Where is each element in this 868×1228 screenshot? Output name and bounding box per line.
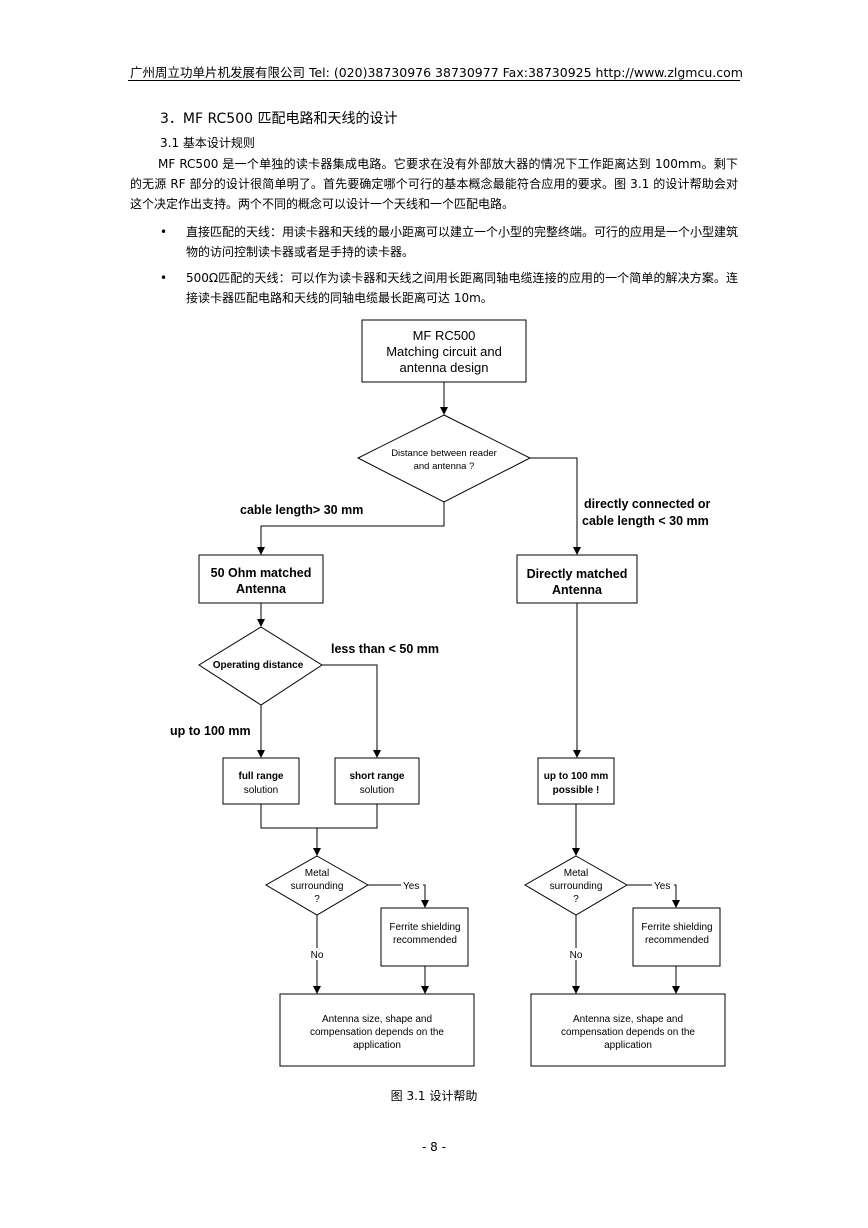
final-left-line-2: compensation depends on the — [310, 1027, 444, 1038]
yes-label-right: Yes — [654, 881, 670, 892]
arrow-yes-left — [368, 884, 429, 908]
full-range-line-1: full range — [238, 771, 283, 782]
subsection-title: 3.1 基本设计规则 — [160, 136, 255, 150]
metal-decision-right: Metal surrounding ? — [524, 855, 628, 916]
page-number: - 8 - — [422, 1140, 446, 1154]
bullet-item-direct: 直接匹配的天线：用读卡器和天线的最小距离可以建立一个小型的完整终端。可行的应用是… — [186, 225, 739, 259]
final-right-line-2: compensation depends on the — [561, 1027, 695, 1038]
box-possible: up to 100 mm possible ! — [537, 757, 615, 805]
no-label-left: No — [311, 950, 324, 961]
section-title: 3．MF RC500 匹配电路和天线的设计 — [160, 111, 398, 127]
box-full-range: full range solution — [222, 757, 300, 805]
bullet-marker: • — [160, 271, 168, 285]
final-right-line-3: application — [604, 1040, 652, 1051]
box-50ohm-line-1: 50 Ohm matched — [211, 566, 312, 580]
box-short-range: short range solution — [334, 757, 420, 805]
direct-label-2: cable length < 30 mm — [582, 514, 709, 528]
box-ferrite-right: Ferrite shielding recommended — [632, 907, 721, 967]
possible-line-2: possible ! — [553, 785, 600, 796]
intro-paragraph: MF RC500 是一个单独的读卡器集成电路。它要求在没有外部放大器的情况下工作… — [130, 157, 738, 211]
final-left-line-3: application — [353, 1040, 401, 1051]
start-line-1: MF RC500 — [413, 328, 476, 343]
cable-long-label: cable length> 30 mm — [240, 503, 363, 517]
box-direct-line-2: Antenna — [552, 583, 603, 597]
yes-label-left: Yes — [403, 881, 419, 892]
metal-right-line-3: ? — [573, 894, 579, 905]
ferrite-left-line-2: recommended — [393, 935, 457, 946]
arrow-distance-to-direct — [530, 457, 581, 555]
final-left-line-1: Antenna size, shape and — [322, 1014, 432, 1025]
distance-line-2: and antenna ? — [414, 461, 475, 472]
distance-line-1: Distance between reader — [391, 448, 497, 459]
ferrite-right-line-1: Ferrite shielding — [641, 922, 712, 933]
no-label-right: No — [570, 950, 583, 961]
operating-decision: Operating distance — [198, 626, 323, 706]
box-direct-line-1: Directly matched — [527, 567, 628, 581]
metal-right-line-2: surrounding — [550, 881, 603, 892]
distance-decision: Distance between reader and antenna ? — [356, 414, 532, 503]
start-line-3: antenna design — [400, 360, 489, 375]
ferrite-left-line-1: Ferrite shielding — [389, 922, 460, 933]
metal-left-line-3: ? — [314, 894, 320, 905]
metal-left-line-1: Metal — [305, 868, 329, 879]
direct-label-1: directly connected or — [584, 497, 711, 511]
merge-line — [260, 804, 378, 829]
metal-decision-left: Metal surrounding ? — [265, 855, 369, 916]
header-rule — [128, 80, 740, 81]
box-50ohm: 50 Ohm matched Antenna — [198, 554, 324, 604]
full-range-line-2: solution — [244, 785, 278, 796]
final-right-line-1: Antenna size, shape and — [573, 1014, 683, 1025]
ferrite-right-line-2: recommended — [645, 935, 709, 946]
start-line-2: Matching circuit and — [386, 344, 502, 359]
up-to-label: up to 100 mm — [170, 724, 251, 738]
less-than-label: less than < 50 mm — [331, 642, 439, 656]
figure-caption: 图 3.1 设计帮助 — [390, 1089, 478, 1103]
operating-label: Operating distance — [213, 660, 304, 671]
short-range-line-1: short range — [349, 771, 404, 782]
box-direct: Directly matched Antenna — [516, 554, 638, 604]
metal-right-line-1: Metal — [564, 868, 588, 879]
box-50ohm-line-2: Antenna — [236, 582, 287, 596]
page-header: 广州周立功单片机发展有限公司 Tel: (020)38730976 387309… — [130, 65, 743, 80]
bullet-item-50ohm: 500Ω匹配的天线：可以作为读卡器和天线之间用长距离同轴电缆连接的应用的一个简单… — [186, 271, 738, 305]
arrow-yes-right — [627, 884, 680, 908]
metal-left-line-2: surrounding — [291, 881, 344, 892]
bullet-marker: • — [160, 225, 168, 239]
arrow-distance-to-50ohm — [257, 502, 445, 555]
box-ferrite-left: Ferrite shielding recommended — [380, 907, 469, 967]
box-final-left: Antenna size, shape and compensation dep… — [279, 993, 475, 1067]
box-final-right: Antenna size, shape and compensation dep… — [530, 993, 726, 1067]
possible-line-1: up to 100 mm — [544, 771, 609, 782]
arrow-operating-to-short — [322, 664, 381, 758]
start-box: MF RC500 Matching circuit and antenna de… — [361, 319, 527, 383]
short-range-line-2: solution — [360, 785, 394, 796]
